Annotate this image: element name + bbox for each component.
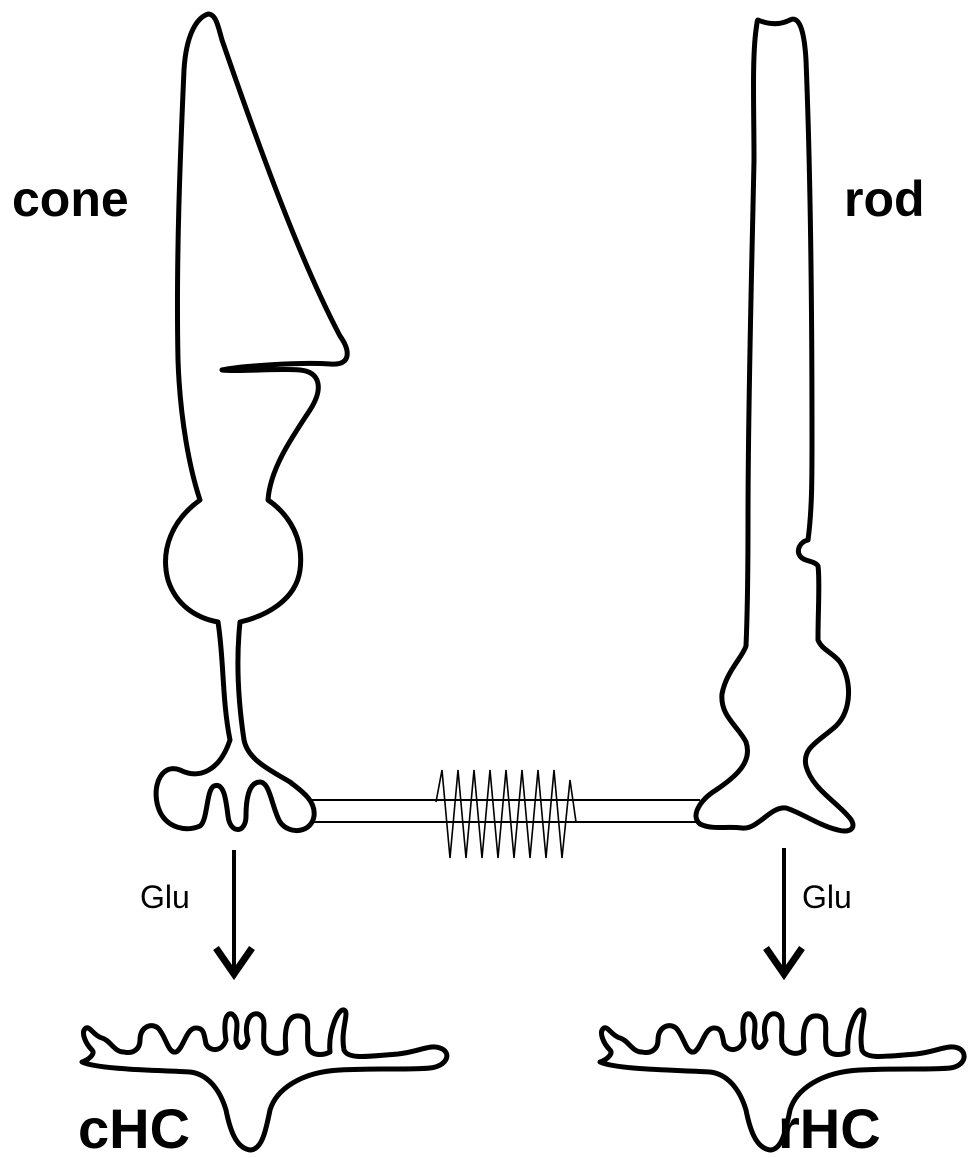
rod-label: rod bbox=[844, 171, 925, 227]
rod-glu-label: Glu bbox=[802, 879, 852, 915]
chc-label: cHC bbox=[78, 1097, 190, 1158]
rod-cell bbox=[696, 19, 853, 831]
cone-glu-label: Glu bbox=[140, 879, 190, 915]
cone-label: cone bbox=[12, 171, 129, 227]
gap-junction-spring bbox=[436, 770, 576, 858]
cone-cell bbox=[156, 14, 347, 831]
rhc-label: rHC bbox=[778, 1097, 881, 1158]
